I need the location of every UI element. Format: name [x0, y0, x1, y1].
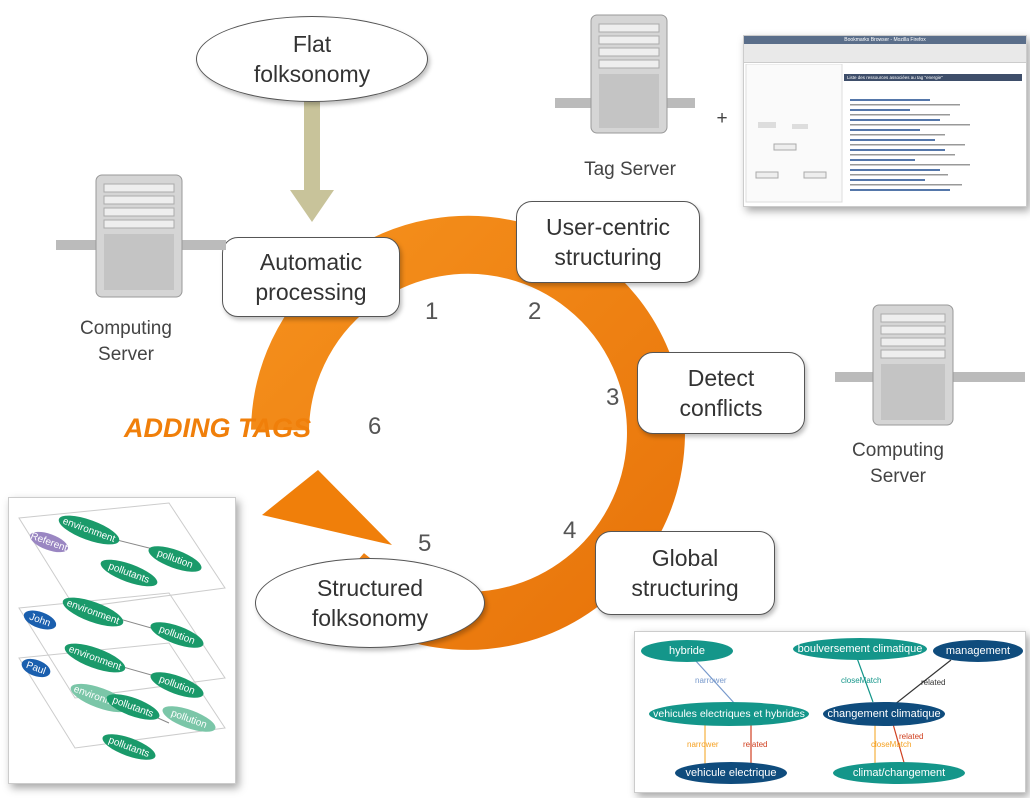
computing-server-left-icon	[56, 174, 226, 298]
step-3: 3	[606, 384, 620, 411]
node-changement-climatique: changement climatique	[823, 702, 945, 726]
user-layers-panel: Referent environment pollution pollutant…	[8, 497, 236, 784]
step-1: 1	[425, 298, 439, 325]
tag-server-icon	[555, 14, 695, 134]
input-arrow-shaft	[304, 100, 320, 192]
input-arrow-head	[290, 190, 334, 222]
step-2: 2	[528, 298, 542, 325]
step-5: 5	[418, 530, 432, 557]
edge-label-closematch: closeMatch	[841, 676, 882, 685]
edge-label-related: related	[921, 678, 946, 687]
global-structuring-node: Global structuring	[595, 531, 775, 615]
browser-heading: Liste des ressources associées au tag "e…	[844, 74, 1022, 81]
node-vehicules-electriques-et-hybrides: vehicules electriques et hybrides	[649, 702, 809, 726]
step-6: 6	[368, 413, 382, 440]
computing-server-right-label: Computing Server	[852, 440, 944, 487]
browser-screenshot: Bookmarks Browser - Mozilla Firefox List…	[743, 35, 1027, 207]
edge-label-narrower: narrower	[687, 740, 719, 749]
edge-label-related: related	[899, 732, 924, 741]
user-centric-structuring-node: User-centric structuring	[516, 201, 700, 283]
adding-tags-label: ADDING TAGS	[124, 413, 311, 443]
plus-sign: +	[716, 108, 728, 129]
detect-conflicts-node: Detect conflicts	[637, 352, 805, 434]
node-climat-changement: climat/changement	[833, 762, 965, 784]
structured-folksonomy-node: Structured folksonomy	[255, 558, 485, 648]
browser-titlebar: Bookmarks Browser - Mozilla Firefox	[744, 36, 1026, 44]
tag-server-label: Tag Server	[584, 159, 676, 180]
flat-folksonomy-node: Flat folksonomy	[196, 16, 428, 102]
edge-label-narrower: narrower	[695, 676, 727, 685]
cycle-arrowhead	[262, 470, 392, 545]
node-boulversement-climatique: boulversement climatique	[793, 638, 927, 660]
node-management: management	[933, 640, 1023, 662]
semantic-graph-panel: hybride boulversement climatique managem…	[634, 631, 1026, 793]
automatic-processing-node: Automatic processing	[222, 237, 400, 317]
edge-label-related: related	[743, 740, 768, 749]
step-4: 4	[563, 517, 577, 544]
node-hybride: hybride	[641, 640, 733, 662]
computing-server-right-icon	[835, 304, 1025, 426]
edge-label-closematch: closeMatch	[871, 740, 912, 749]
computing-server-left-label: Computing Server	[80, 318, 172, 365]
node-vehicule-electrique: vehicule electrique	[675, 762, 787, 784]
